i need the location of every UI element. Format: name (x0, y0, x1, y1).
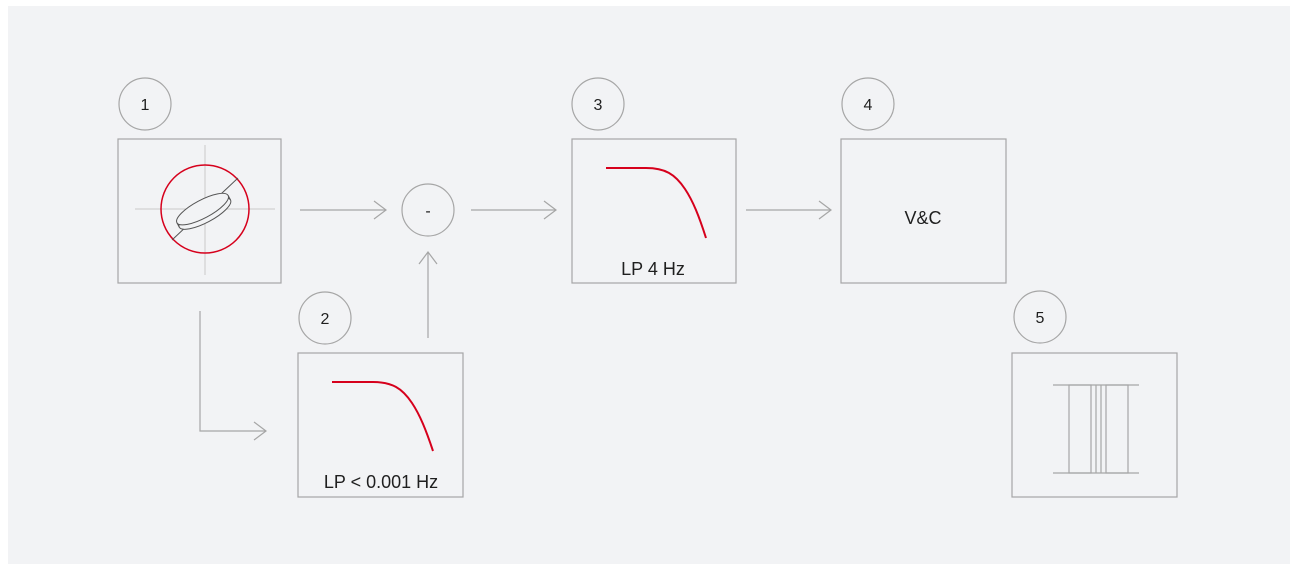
badge-number: 3 (594, 97, 603, 114)
controller-block: V&C (840, 138, 1007, 284)
controller-label: V&C (904, 208, 941, 228)
reference-lowpass-block: LP < 0.001 Hz (297, 352, 464, 498)
lowpass-curve-icon (332, 381, 434, 452)
step-badge-4: 4 (841, 77, 895, 131)
badge-number: 4 (864, 97, 873, 114)
badge-number: 1 (141, 97, 150, 114)
subtract-node: - (401, 183, 455, 237)
gyroscope-icon (135, 145, 275, 275)
sensor-block (117, 138, 282, 284)
connections (199, 200, 832, 441)
diagram-background (8, 6, 1290, 564)
reference-lowpass-label: LP < 0.001 Hz (324, 472, 438, 492)
step-badge-1: 1 (118, 77, 172, 131)
badge-number: 2 (321, 311, 330, 328)
transformer-core-icon (1053, 384, 1139, 474)
output-block (1011, 352, 1178, 498)
arrow-sensor-to-reference (199, 311, 267, 441)
lowpass-label: LP 4 Hz (621, 259, 685, 279)
step-badge-3: 3 (571, 77, 625, 131)
subtract-operator: - (425, 203, 430, 220)
lowpass-block: LP 4 Hz (571, 138, 737, 284)
step-badge-2: 2 (298, 291, 352, 345)
step-badge-5: 5 (1013, 290, 1067, 344)
badge-number: 5 (1036, 310, 1045, 327)
lowpass-curve-icon (606, 167, 707, 239)
